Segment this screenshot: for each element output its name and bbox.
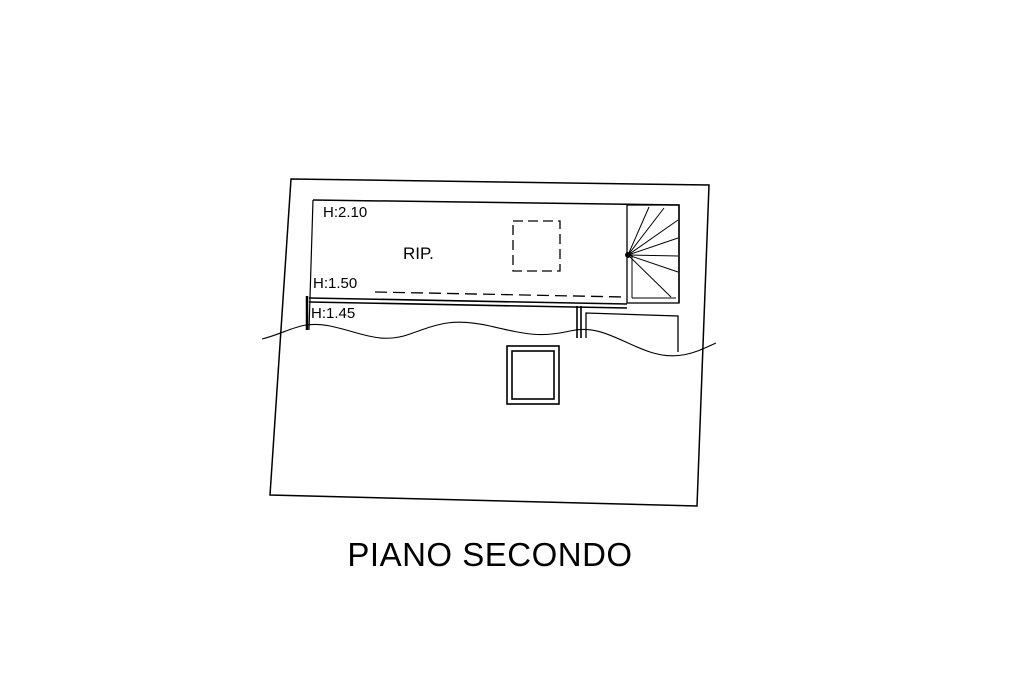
room-label: RIP. <box>403 244 434 263</box>
height-label-150: H:1.50 <box>313 275 357 292</box>
drawing-title: PIANO SECONDO <box>347 536 633 573</box>
stair-steps <box>627 206 679 298</box>
outer-wall-outline <box>269 178 710 507</box>
stair-pivot <box>625 252 631 258</box>
break-line <box>261 321 717 357</box>
window-inner <box>511 350 555 400</box>
partition-wall-top <box>308 297 628 305</box>
height-line-150 <box>374 291 626 298</box>
skylight-dashed <box>512 220 561 272</box>
inner-left-wall <box>308 199 314 331</box>
inner-wall-outline <box>312 199 680 303</box>
partition-wall-bottom <box>308 301 628 309</box>
small-room-outline <box>585 312 679 352</box>
height-label-145: H:1.45 <box>311 305 355 322</box>
window-outer <box>506 345 560 405</box>
height-label-210: H:2.10 <box>323 204 367 221</box>
stair-box <box>626 204 680 304</box>
